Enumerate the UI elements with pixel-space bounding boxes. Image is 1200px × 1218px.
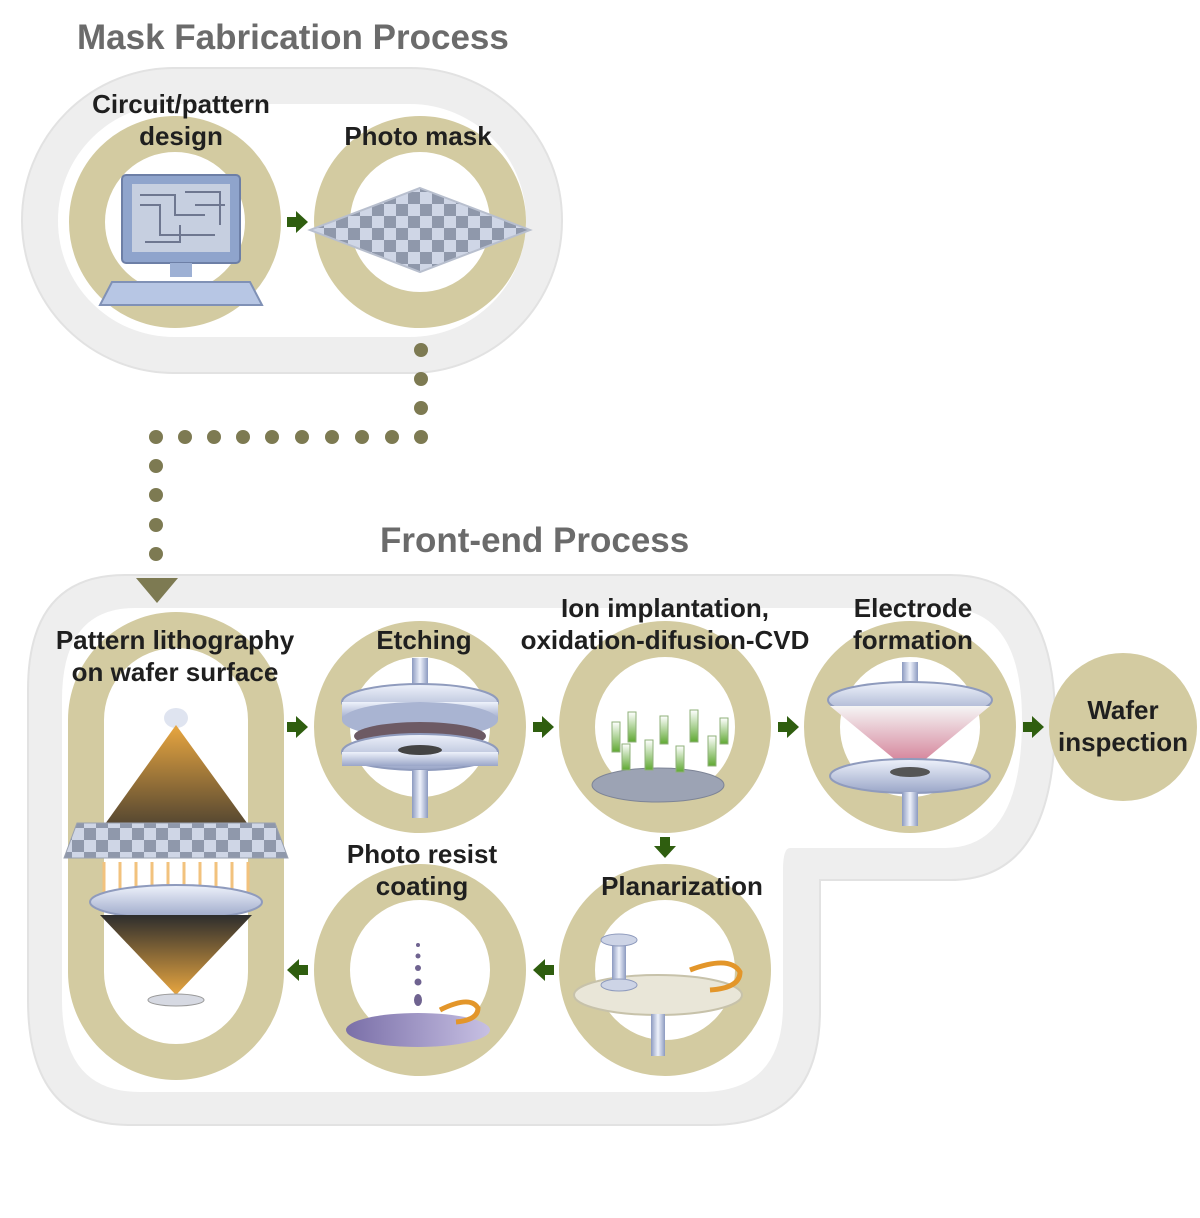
step-label: Wafer [1087, 695, 1158, 725]
arrow-right-icon [1023, 716, 1044, 738]
step-label: oxidation-difusion-CVD [521, 625, 810, 655]
step-label: Pattern lithography [56, 625, 295, 655]
computer-icon [98, 174, 264, 306]
step-wafer-inspection: Wafer inspection [1058, 695, 1188, 757]
electrode-apparatus-icon [827, 662, 993, 826]
arrow-down-icon [654, 837, 676, 858]
flow-arrows [287, 211, 1044, 981]
step-label: design [139, 121, 223, 151]
arrow-right-icon [287, 211, 308, 233]
step-label: Photo resist [347, 839, 498, 869]
frontend-section-title: Front-end Process [380, 521, 689, 560]
step-label: inspection [1058, 727, 1188, 757]
dotted-connector [136, 343, 428, 603]
step-label: Planarization [601, 871, 763, 901]
photo-mask-icon [307, 186, 533, 274]
step-electrode-formation: Electrode formation [853, 593, 973, 655]
mask-section-title: Mask Fabrication Process [77, 18, 509, 57]
arrow-right-icon [287, 716, 308, 738]
step-label: Etching [376, 625, 471, 655]
step-circuit-design: Circuit/pattern design [92, 89, 270, 151]
step-label: Ion implantation, [561, 593, 769, 623]
arrow-left-icon [533, 959, 554, 981]
step-label: Photo mask [344, 121, 492, 151]
step-label: Electrode [854, 593, 973, 623]
arrow-left-icon [287, 959, 308, 981]
step-planarization: Planarization [601, 871, 763, 901]
lithography-apparatus-icon [63, 708, 289, 1007]
step-photo-resist-coating: Photo resist coating [347, 839, 498, 901]
arrow-right-icon [778, 716, 799, 738]
etching-chamber-icon [341, 658, 499, 818]
photo-resist-coating-icon [346, 943, 490, 1047]
step-label: on wafer surface [72, 657, 279, 687]
planarization-icon [573, 933, 743, 1056]
step-ion-implantation: Ion implantation, oxidation-difusion-CVD [521, 593, 810, 655]
wafer-inspection-disc [1049, 653, 1197, 801]
step-photo-mask: Photo mask [344, 121, 492, 151]
step-label: Circuit/pattern [92, 89, 270, 119]
arrow-right-icon [533, 716, 554, 738]
step-label: formation [853, 625, 973, 655]
step-lithography: Pattern lithography on wafer surface [56, 625, 295, 687]
ion-implantation-icon [591, 709, 729, 803]
step-etching: Etching [376, 625, 471, 655]
step-label: coating [376, 871, 468, 901]
